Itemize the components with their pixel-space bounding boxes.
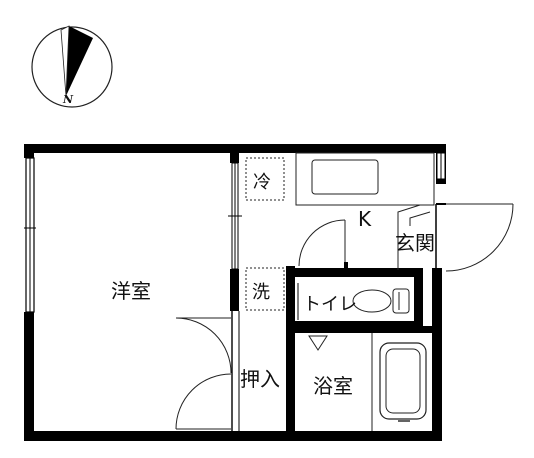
- label-entrance: 玄関: [395, 231, 435, 255]
- label-closet: 押入: [240, 367, 280, 391]
- entrance-door-arc: [445, 203, 514, 272]
- compass-needle-dark: [66, 26, 93, 96]
- washer-wall: [286, 266, 295, 323]
- compass: N: [31, 25, 113, 108]
- partition-western-kitchen: [228, 153, 242, 311]
- entrance-step: [397, 204, 421, 270]
- label-bathroom: 浴室: [313, 374, 353, 398]
- wall-bottom: [24, 431, 442, 441]
- toilet-bottom-wall: [295, 321, 423, 328]
- wall-right-bottom: [432, 268, 442, 441]
- toilet-right-wall: [414, 268, 423, 326]
- label-kitchen: K: [358, 207, 372, 231]
- compass-north-label: N: [62, 93, 74, 106]
- sink-basin: [311, 159, 379, 195]
- label-western-room: 洋室: [111, 279, 151, 303]
- western-room-swing-doors: [175, 317, 232, 430]
- bathroom-top-wall: [295, 326, 432, 333]
- entrance-step-inner: [409, 211, 431, 226]
- bathroom: [295, 326, 432, 431]
- kitchen-window: [436, 152, 446, 180]
- compass-needle-light: [60, 25, 70, 97]
- left-window: [24, 157, 36, 313]
- wall-left-top: [24, 144, 34, 158]
- bathtub-inner: [385, 348, 421, 414]
- kitchen-door-arc: [298, 219, 346, 267]
- wall-top: [40, 144, 446, 153]
- kitchen-sink-counter: [295, 152, 435, 206]
- toilet-top-wall: [295, 268, 415, 277]
- western-door-upper-arc: [175, 317, 232, 374]
- toilet-tank: [392, 288, 410, 314]
- partition-top-wall: [230, 153, 239, 163]
- label-washer: 洗: [252, 282, 270, 303]
- label-refrigerator: 冷: [253, 172, 271, 193]
- kitchen-door-jamb: [344, 262, 348, 268]
- label-toilet: トイレ: [303, 294, 357, 315]
- kitchen-swing-door: [298, 219, 348, 268]
- western-door-lower-arc: [175, 373, 232, 430]
- closet: [231, 311, 295, 431]
- bathroom-door-marker: [308, 335, 328, 351]
- toilet-room: [295, 268, 423, 328]
- toilet-bowl: [352, 289, 392, 313]
- wall-left-bottom: [24, 312, 34, 441]
- closet-bathroom-wall: [286, 323, 295, 431]
- entrance: [397, 203, 514, 272]
- partition-bottom-wall: [230, 269, 239, 311]
